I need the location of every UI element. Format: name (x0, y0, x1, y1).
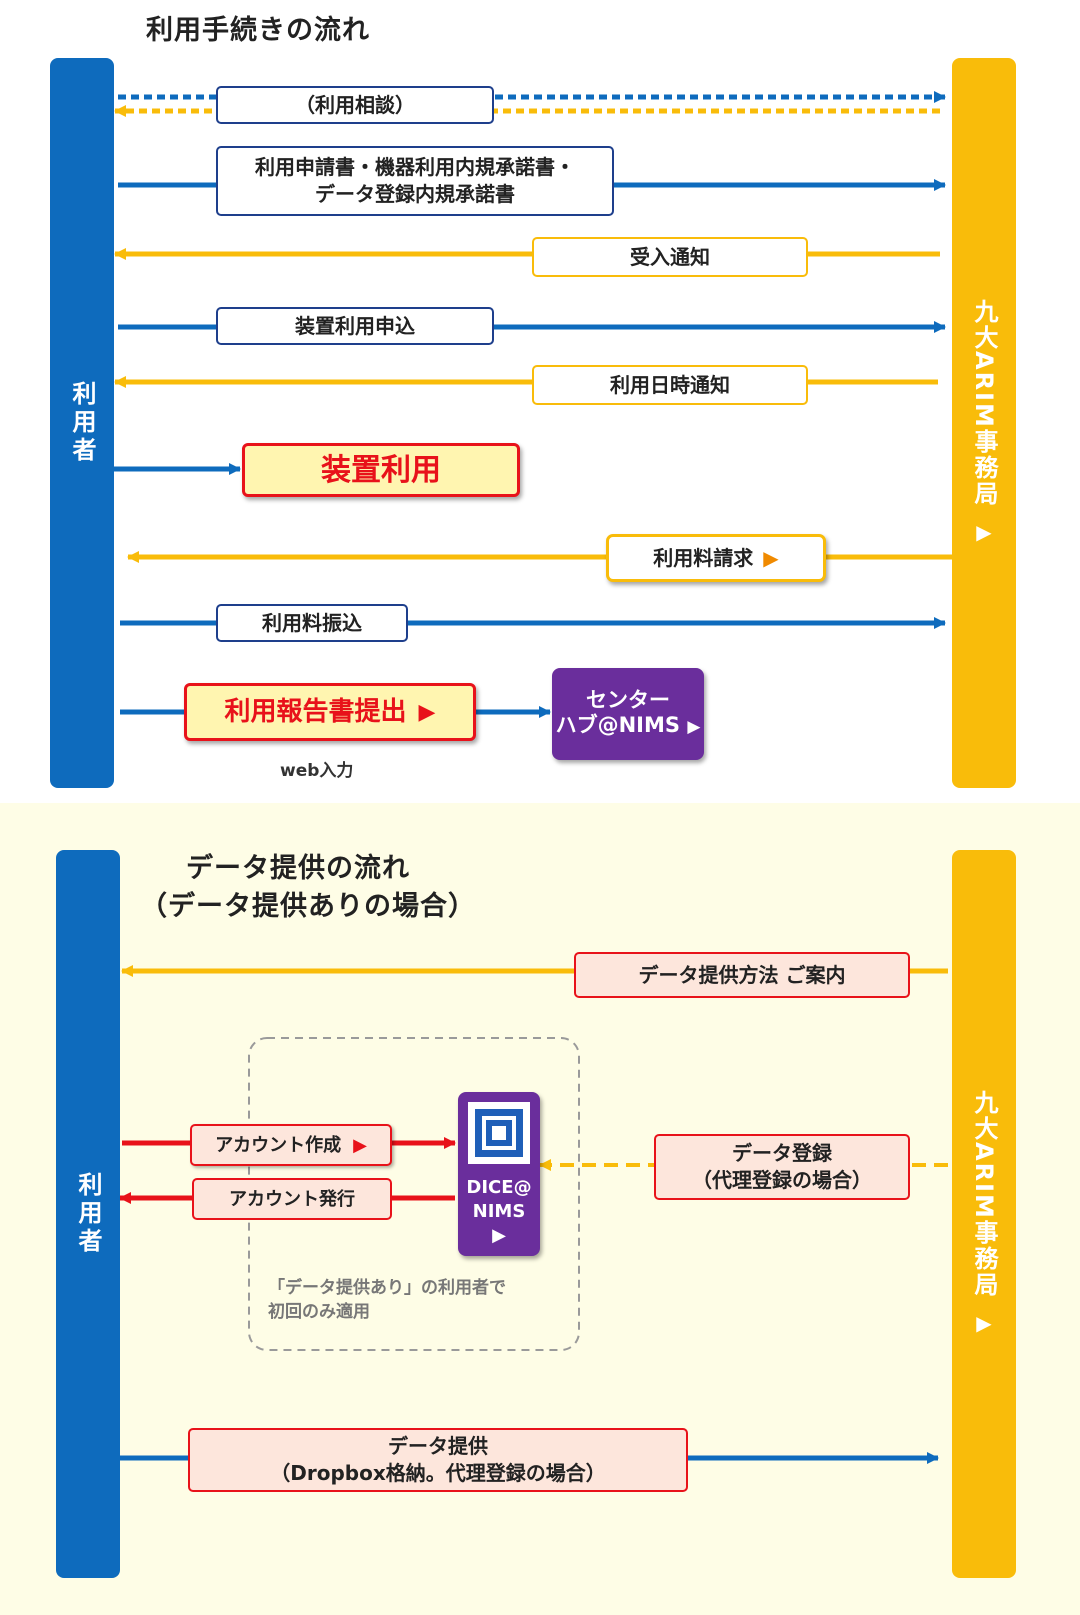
note-first-time: 「データ提供あり」の利用者で 初回のみ適用 (268, 1276, 568, 1328)
label-data-provide-line1: データ提供 (388, 1434, 488, 1458)
label-data-register-line1: データ登録 (732, 1141, 832, 1165)
label-report-text: 利用報告書提出 (224, 696, 407, 727)
dice-line1: DICE@ (466, 1177, 532, 1198)
note-line1: 「データ提供あり」の利用者で (268, 1278, 506, 1298)
report-play-icon[interactable]: ▶ (418, 699, 436, 725)
label-consult: （利用相談） (216, 86, 494, 124)
label-apply-line2: データ登録内規承諾書 (315, 182, 515, 206)
note-dashed-box (248, 1037, 580, 1351)
fee-request-play-icon[interactable]: ▶ (763, 545, 779, 570)
dice-logo-icon (468, 1102, 530, 1164)
section2-office-column: 九大ARIM事務局 ▶ (952, 850, 1016, 1578)
office-column-play-icon[interactable]: ▶ (976, 519, 992, 544)
section2-title-line1: データ提供の流れ (186, 853, 410, 884)
dice-line2: NIMS (472, 1201, 526, 1222)
dice-nims-box[interactable]: DICE@ NIMS ▶ (458, 1092, 540, 1256)
label-fee-payment: 利用料振込 (216, 604, 408, 642)
label-account-issue: アカウント発行 (192, 1178, 392, 1220)
label-web-input: web入力 (280, 761, 354, 781)
label-fee-request-text: 利用料請求 (653, 545, 754, 570)
user-column-label-2: 利用者 (74, 1172, 102, 1256)
label-fee-request[interactable]: 利用料請求 ▶ (606, 534, 826, 582)
user-column-label: 利用者 (68, 381, 96, 465)
section2-title: データ提供の流れ （データ提供ありの場合） (140, 850, 540, 930)
label-date-notice: 利用日時通知 (532, 365, 808, 405)
label-apply-line1: 利用申請書・機器利用内規承諾書・ (255, 155, 575, 179)
section2-user-column: 利用者 (56, 850, 120, 1578)
center-hub-box[interactable]: センター ハブ@NIMS ▶ (552, 668, 704, 760)
label-data-register-line2: （代理登録の場合） (692, 1168, 872, 1192)
section1-office-column: 九大ARIM事務局 ▶ (952, 58, 1016, 788)
label-data-provide-line2: （Dropbox格納。代理登録の場合） (270, 1461, 606, 1485)
office-column-label: 九大ARIM事務局 (970, 299, 998, 507)
section2-title-line2: （データ提供ありの場合） (140, 891, 476, 922)
label-data-provide: データ提供 （Dropbox格納。代理登録の場合） (188, 1428, 688, 1492)
label-guide: データ提供方法 ご案内 (574, 952, 910, 998)
center-hub-line1: センター (586, 688, 670, 712)
section1-user-column: 利用者 (50, 58, 114, 788)
account-create-play-icon[interactable]: ▶ (353, 1134, 367, 1156)
label-apply: 利用申請書・機器利用内規承諾書・ データ登録内規承諾書 (216, 146, 614, 216)
label-device-apply: 装置利用申込 (216, 307, 494, 345)
section1-title: 利用手続きの流れ (146, 15, 370, 46)
office-column-label-2: 九大ARIM事務局 (970, 1090, 998, 1298)
label-account-create[interactable]: アカウント作成 ▶ (190, 1124, 392, 1166)
label-device-use: 装置利用 (242, 443, 520, 497)
center-hub-play-icon[interactable]: ▶ (687, 717, 701, 737)
label-data-register: データ登録 （代理登録の場合） (654, 1134, 910, 1200)
note-line2: 初回のみ適用 (268, 1302, 370, 1322)
label-accept: 受入通知 (532, 237, 808, 277)
office-column-play-icon-2[interactable]: ▶ (976, 1310, 992, 1335)
label-report[interactable]: 利用報告書提出 ▶ (184, 683, 476, 741)
label-account-create-text: アカウント作成 (215, 1134, 342, 1156)
center-hub-line2: ハブ@NIMS ▶ (555, 713, 701, 737)
dice-play-icon[interactable]: ▶ (492, 1225, 506, 1246)
